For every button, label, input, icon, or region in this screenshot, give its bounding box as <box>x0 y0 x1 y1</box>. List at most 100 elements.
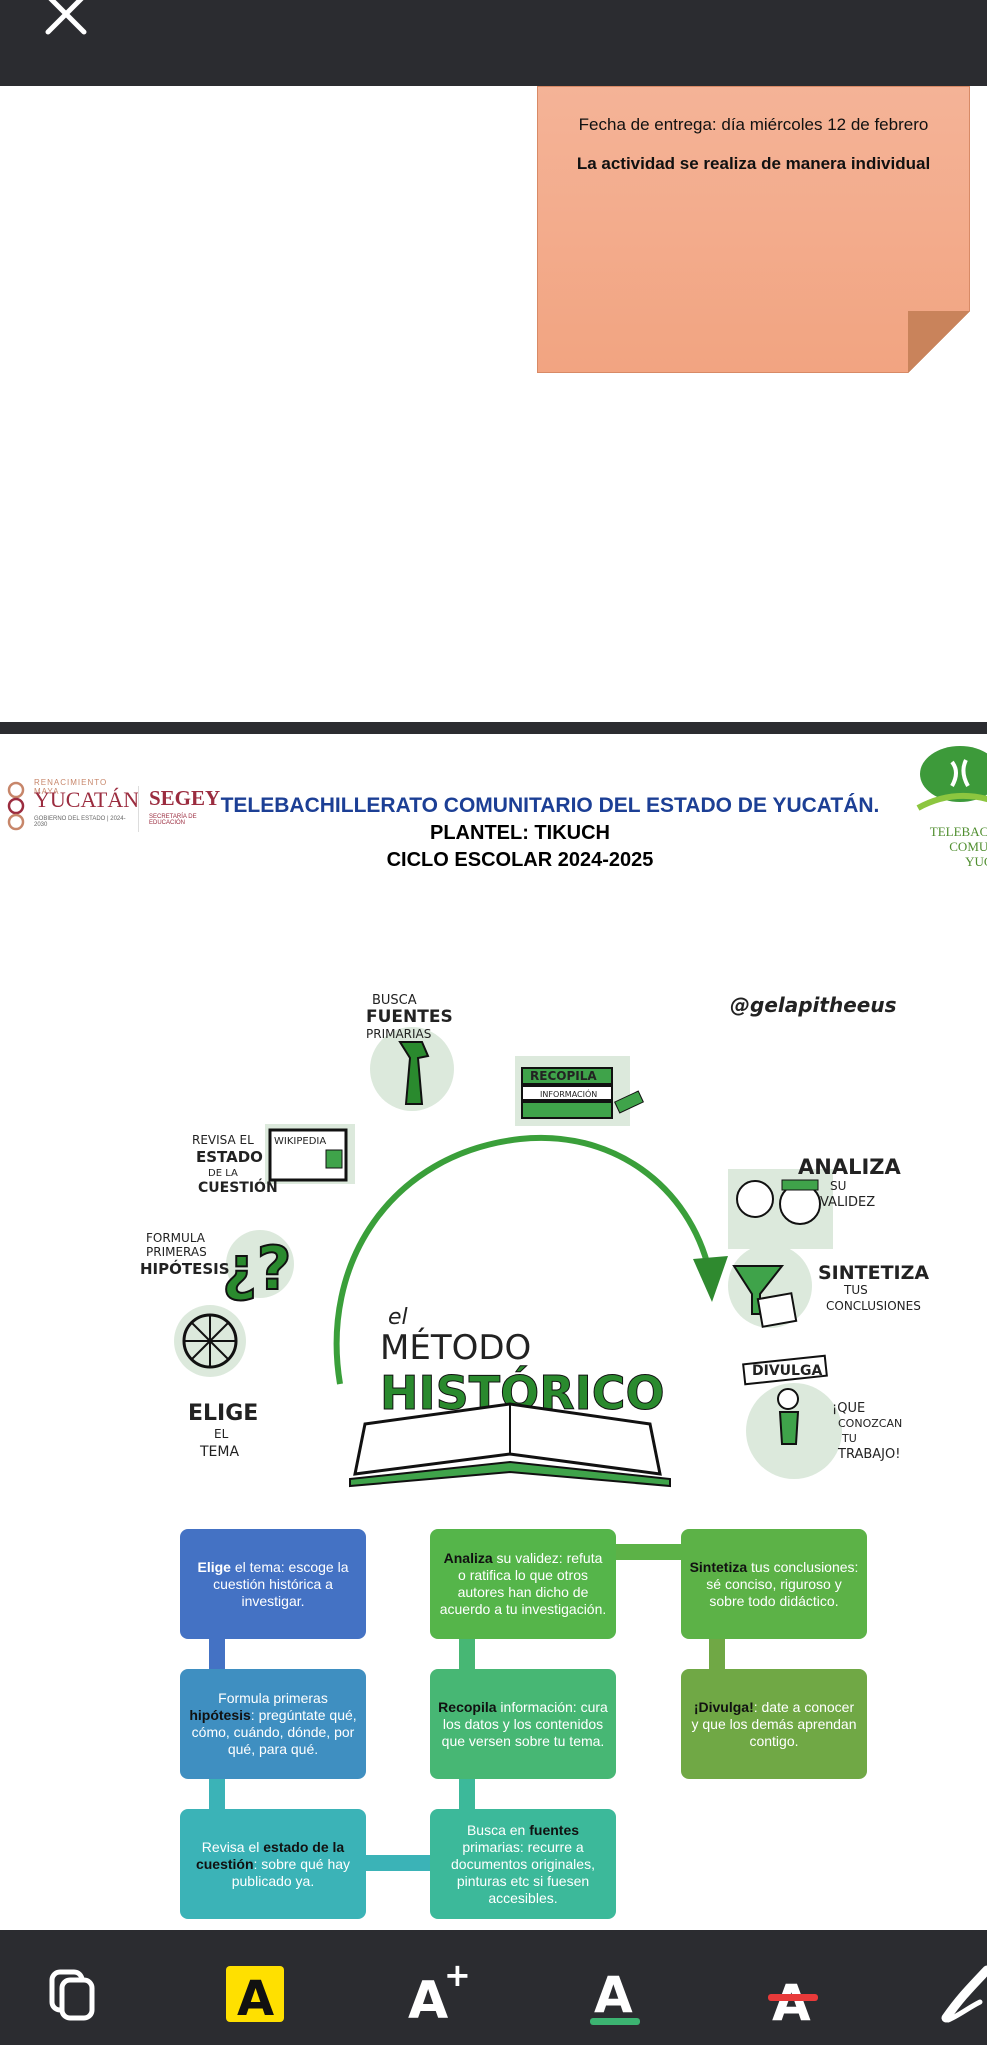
connector-formula-revisa <box>209 1779 225 1809</box>
step-analiza: ANALIZA SU VALIDEZ <box>728 1155 902 1249</box>
illustration-credit: @gelapitheeus <box>730 993 897 1017</box>
plantel-label: PLANTEL: TIKUCH <box>430 822 610 844</box>
svg-text:¿?: ¿? <box>222 1234 292 1304</box>
highlight-icon: A <box>226 1966 284 2027</box>
flow-box-busca: Busca en fuentes primarias: recurre a do… <box>430 1809 616 1919</box>
flow-box-formula: Formula primeras hipótesis: pregúntate q… <box>180 1669 366 1779</box>
svg-text:EL: EL <box>214 1427 229 1441</box>
flow-box-sintetiza: Sintetiza tus conclusiones: sé conciso, … <box>681 1529 867 1639</box>
step-revisa: WIKIPEDIA REVISA EL ESTADO DE LA CUESTIÓ… <box>192 1124 355 1196</box>
step-formula: ¿? FORMULA PRIMERAS HIPÓTESIS <box>140 1230 294 1305</box>
svg-text:CUESTIÓN: CUESTIÓN <box>198 1178 278 1196</box>
school-year-label: CICLO ESCOLAR 2024-2025 <box>386 849 654 871</box>
close-icon <box>45 0 87 35</box>
tree-logo-icon <box>916 746 987 811</box>
cycle-arrow-head <box>693 1256 728 1302</box>
copy-button[interactable] <box>46 1958 102 2026</box>
svg-text:A: A <box>237 1971 274 2026</box>
svg-text:FUENTES: FUENTES <box>366 1007 453 1027</box>
svg-text:CONCLUSIONES: CONCLUSIONES <box>826 1299 921 1313</box>
svg-text:TUS: TUS <box>843 1283 868 1297</box>
historical-method-illustration: @gelapitheeus el MÉTODO HISTÓRICO ELIGE … <box>140 993 929 1488</box>
svg-text:¡QUE: ¡QUE <box>832 1401 865 1416</box>
segey-logo: SEGEY SECRETARÍA DE EDUCACIÓN <box>138 786 220 832</box>
telebachillerato-logo-text-2: COMUNI <box>949 839 987 854</box>
svg-text:A: A <box>594 1966 633 2024</box>
connector-elige-formula <box>209 1639 225 1669</box>
svg-text:ELIGE: ELIGE <box>188 1401 258 1426</box>
svg-text:A: A <box>408 1971 448 2026</box>
svg-text:TRABAJO!: TRABAJO! <box>837 1447 900 1462</box>
svg-text:PRIMARIAS: PRIMARIAS <box>366 1027 431 1041</box>
svg-text:+: + <box>444 1958 471 1994</box>
open-book-drawing <box>349 1402 671 1488</box>
flow-box-elige: Elige el tema: escoge la cuestión histór… <box>180 1529 366 1639</box>
connector-busca-recopila <box>459 1779 475 1809</box>
flow-box-revisa: Revisa el estado de la cuestión: sobre q… <box>180 1809 366 1919</box>
segey-logo-subtext: SECRETARÍA DE EDUCACIÓN <box>149 814 197 826</box>
school-title: TELEBACHILLERATO COMUNITARIO DEL ESTADO … <box>220 794 880 817</box>
step-sintetiza: SINTETIZA TUS CONCLUSIONES <box>728 1244 929 1328</box>
svg-text:VALIDEZ: VALIDEZ <box>820 1195 875 1210</box>
yucatan-logo-tagline: RENACIMIENTO MAYA <box>34 778 108 796</box>
note-corner-fold <box>908 311 970 373</box>
flow-box-analiza: Analiza su validez: refuta o ratifica lo… <box>430 1529 616 1639</box>
strikethrough-button[interactable]: A <box>760 1958 826 2032</box>
segey-logo-text: SEGEY <box>149 786 221 810</box>
underline-button[interactable]: A <box>582 1958 648 2026</box>
copy-icon <box>49 1969 95 2021</box>
yucatan-emblem-icon <box>7 781 25 831</box>
text-size-button[interactable]: A + <box>404 1956 474 2031</box>
draw-button[interactable] <box>940 1958 987 2026</box>
connector-analiza-sintetiza <box>616 1544 681 1560</box>
annotation-toolbar: A A + A A <box>0 1930 987 2045</box>
step-elige: ELIGE EL TEMA <box>174 1305 258 1460</box>
svg-text:HIPÓTESIS: HIPÓTESIS <box>140 1259 230 1278</box>
svg-text:RECOPILA: RECOPILA <box>530 1069 597 1083</box>
close-button[interactable] <box>40 0 92 40</box>
telebachillerato-logo: TELEBACHI COMUNI YUCA <box>912 742 987 872</box>
svg-text:ANALIZA: ANALIZA <box>798 1155 902 1179</box>
yucatan-logo: RENACIMIENTO MAYA YUCATÁN GOBIERNO DEL E… <box>2 778 139 836</box>
svg-text:SU: SU <box>830 1179 846 1193</box>
connector-revisa-busca <box>366 1855 430 1871</box>
draw-icon <box>941 1965 987 2023</box>
title-metodo: MÉTODO <box>380 1327 531 1368</box>
svg-text:SINTETIZA: SINTETIZA <box>818 1262 929 1284</box>
note-delivery-date: Fecha de entrega: día miércoles 12 de fe… <box>578 115 929 134</box>
svg-text:INFORMACIÓN: INFORMACIÓN <box>540 1088 597 1099</box>
telebachillerato-logo-text-3: YUCA <box>965 854 987 869</box>
flow-box-divulga: ¡Divulga!: date a conocer y que los demá… <box>681 1669 867 1779</box>
connector-sintetiza-divulga <box>709 1639 725 1669</box>
yucatan-logo-text: YUCATÁN <box>34 787 140 812</box>
yucatan-logo-subtext: GOBIERNO DEL ESTADO | 2024-2030 <box>34 816 126 828</box>
connector-recopila-analiza <box>459 1639 475 1669</box>
svg-text:WIKIPEDIA: WIKIPEDIA <box>274 1136 326 1147</box>
top-bar <box>0 0 987 86</box>
text-size-increase-icon: A + <box>408 1956 471 2031</box>
sticky-note: Fecha de entrega: día miércoles 12 de fe… <box>537 86 970 373</box>
svg-text:FORMULA: FORMULA <box>146 1231 206 1245</box>
svg-text:BUSCA: BUSCA <box>372 993 417 1008</box>
step-busca: BUSCA FUENTES PRIMARIAS <box>366 993 454 1111</box>
strikethrough-icon: A <box>768 1974 818 2032</box>
underline-icon: A <box>590 1966 640 2025</box>
svg-text:DIVULGA: DIVULGA <box>752 1363 822 1379</box>
highlight-button[interactable]: A <box>224 1958 286 2027</box>
note-individual-activity: La actividad se realiza de manera indivi… <box>576 154 931 173</box>
document-page-2: RENACIMIENTO MAYA YUCATÁN GOBIERNO DEL E… <box>0 734 987 1930</box>
title-small: el <box>388 1305 408 1330</box>
svg-text:DE LA: DE LA <box>208 1168 238 1179</box>
step-recopila: RECOPILA INFORMACIÓN <box>515 1056 644 1126</box>
flow-box-recopila: Recopila información: cura los datos y l… <box>430 1669 616 1779</box>
cycle-arrow <box>333 1134 713 1385</box>
svg-text:ESTADO: ESTADO <box>196 1148 263 1166</box>
svg-text:A: A <box>772 1974 811 2026</box>
telebachillerato-logo-text-1: TELEBACHI <box>929 824 987 839</box>
svg-text:REVISA EL: REVISA EL <box>192 1133 254 1147</box>
step-divulga: DIVULGA ¡QUE CONOZCAN TU TRABAJO! <box>742 1354 902 1479</box>
svg-text:PRIMERAS: PRIMERAS <box>146 1245 207 1259</box>
document-page-1: Fecha de entrega: día miércoles 12 de fe… <box>0 86 987 722</box>
page-separator <box>0 722 987 734</box>
svg-text:TU: TU <box>841 1432 857 1445</box>
